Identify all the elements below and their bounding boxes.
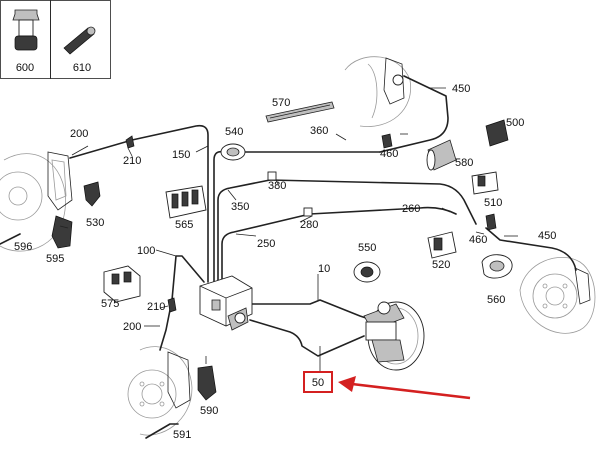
rear-right-brake-disc-drawing (519, 257, 596, 334)
callout-label[interactable]: 450 (538, 230, 556, 242)
brake-booster[interactable] (363, 301, 425, 371)
callout-label[interactable]: 510 (484, 197, 502, 209)
callout-label[interactable]: 360 (310, 125, 328, 137)
part-580-hose[interactable] (426, 139, 457, 171)
part-210-clip[interactable] (167, 297, 177, 313)
part-560-grommet[interactable] (481, 254, 513, 279)
part-460-clip[interactable] (485, 213, 497, 231)
callout-label[interactable]: 100 (137, 245, 155, 257)
highlighted-callout-label: 50 (312, 377, 324, 389)
thumbnail-600[interactable]: 600 (0, 0, 51, 79)
callout-label[interactable]: 250 (257, 238, 275, 250)
callout-label[interactable]: 570 (272, 97, 290, 109)
callout-label[interactable]: 460 (380, 148, 398, 160)
callout-label[interactable]: 595 (46, 253, 64, 265)
highlighted-callout[interactable]: 50 (303, 371, 333, 393)
callout-label[interactable]: 150 (172, 149, 190, 161)
leader-lines (71, 87, 518, 372)
part-590-sensor[interactable] (197, 356, 217, 401)
callout-label[interactable]: 560 (487, 294, 505, 306)
callout-label[interactable]: 10 (318, 263, 330, 275)
rear-left-brake-disc-drawing (127, 346, 193, 436)
part-380-clip[interactable] (267, 171, 277, 181)
part-570-clip-strip[interactable] (265, 101, 335, 123)
callout-label[interactable]: 591 (173, 429, 191, 441)
callout-label[interactable]: 596 (14, 241, 32, 253)
part-575-clip-block[interactable] (103, 265, 141, 303)
callout-label[interactable]: 530 (86, 217, 104, 229)
part-460-clip[interactable] (381, 133, 393, 149)
abs-hydraulic-unit[interactable] (199, 275, 253, 331)
part-540-grommet[interactable] (220, 143, 246, 161)
callout-label[interactable]: 590 (200, 405, 218, 417)
callout-label[interactable]: 260 (402, 203, 420, 215)
thumbnail-label: 610 (73, 62, 91, 74)
part-500-clip[interactable] (485, 119, 509, 147)
callout-label[interactable]: 200 (123, 321, 141, 333)
part-210-clip[interactable] (125, 135, 135, 149)
callout-label[interactable]: 520 (432, 259, 450, 271)
callout-label[interactable]: 350 (231, 201, 249, 213)
thumbnail-label: 600 (16, 62, 34, 74)
callout-labels: 450 570 540 500 200 210 150 360 460 580 … (14, 83, 556, 441)
callout-label[interactable]: 280 (300, 219, 318, 231)
thumbnail-610[interactable]: 610 (50, 0, 111, 79)
callout-label[interactable]: 200 (70, 128, 88, 140)
callout-label[interactable]: 550 (358, 242, 376, 254)
callout-label[interactable]: 210 (147, 301, 165, 313)
part-280-clip[interactable] (303, 207, 313, 217)
callout-label[interactable]: 500 (506, 117, 524, 129)
part-530-sensor[interactable] (83, 181, 101, 207)
bolt-icon (12, 9, 40, 51)
front-left-brake-disc-drawing (0, 151, 73, 252)
part-565-clip-block[interactable] (165, 185, 207, 219)
callout-label[interactable]: 575 (101, 298, 119, 310)
part-550-grommet[interactable] (353, 261, 381, 283)
part-520-clip[interactable] (427, 231, 457, 259)
callout-label[interactable]: 210 (123, 155, 141, 167)
front-right-brake-disc-drawing (344, 56, 412, 127)
callout-label[interactable]: 450 (452, 83, 470, 95)
callout-label[interactable]: 540 (225, 126, 243, 138)
callout-label[interactable]: 580 (455, 157, 473, 169)
callout-label[interactable]: 460 (469, 234, 487, 246)
callout-label[interactable]: 565 (175, 219, 193, 231)
callout-label[interactable]: 380 (268, 180, 286, 192)
part-595-sensor[interactable] (51, 215, 73, 249)
part-510-clip[interactable] (471, 171, 499, 195)
pin-icon (63, 26, 96, 55)
highlight-arrow-icon (338, 376, 471, 400)
